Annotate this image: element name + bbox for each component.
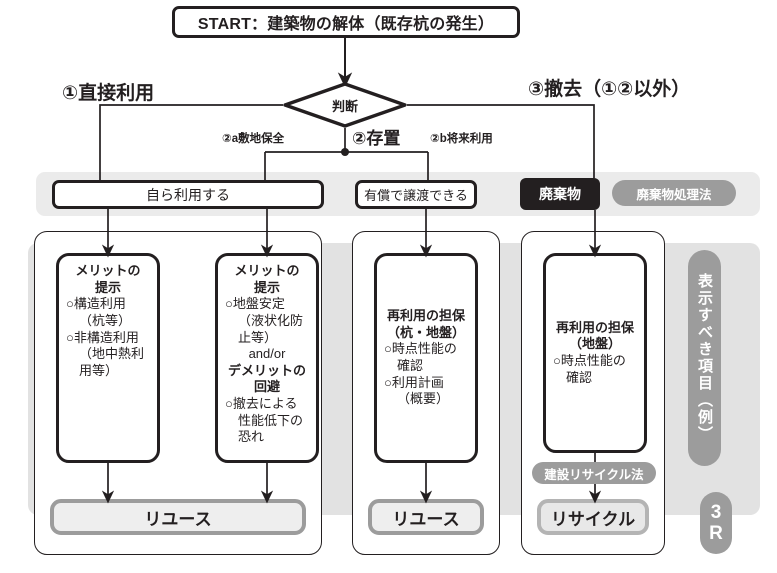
card-heading: 回避 [253,379,280,395]
card-heading: 再利用の担保 [386,308,465,324]
card-item-main: ○地盤安定 [225,296,285,312]
start-box: START：建築物の解体（既存杭の発生） [172,6,520,38]
card-item-main: ○時点性能の [553,353,626,368]
card-item: ○時点性能の 確認 [381,341,471,374]
card-item-sub2: 止等） [238,329,278,345]
card-item: ○撤去による 性能低下の 恐れ [222,396,312,446]
card-item-sub: 確認 [397,358,424,373]
card-item-sub: 性能低下の [238,412,304,428]
card-heading: メリットの [234,263,300,278]
box-waste: 廃棄物 [520,178,600,210]
card-item-sub: （液状化防 [238,312,304,328]
card-reuse-assurance-pile-ground: 再利用の担保 （杭・地盤） ○時点性能の 確認 ○利用計画 （概要） [374,253,478,463]
card-heading: 提示 [253,279,280,295]
card-connector: and/or [248,346,286,362]
box-self-use: 自ら利用する [52,180,324,209]
tag-construction-recycle-law: 建設リサイクル法 [532,462,656,484]
card-heading: （杭・地盤） [386,324,465,340]
card-merit-ground-stability: メリットの 提示 ○地盤安定 （液状化防 止等） and/or デメリットの 回… [215,253,319,463]
card-item-main: ○利用計画 [384,374,444,390]
branch-label-site-preservation: ②a敷地保全 [222,133,285,145]
card-merit-structural: メリットの 提示 ○構造利用 （杭等） ○非構造利用 （地中熱利 用等） [56,253,160,463]
card-item: ○地盤安定 （液状化防 止等） [222,296,312,346]
branch-label-future-use: ②b将来利用 [430,133,493,145]
decision-diamond: 判断 [283,82,407,128]
card-item-sub: （概要） [397,391,450,407]
tag-waste-disposal-law: 廃棄物処理法 [612,180,736,206]
card-item-main: ○撤去による [225,396,298,411]
card-item: ○構造利用 （杭等） [63,296,153,329]
branch-label-removal: ③撤去（①②以外） [528,79,691,100]
card-reuse-assurance-ground: 再利用の担保 （地盤） ○時点性能の 確認 [543,253,647,453]
card-item-main: ○非構造利用 [66,329,139,345]
card-heading: （地盤） [568,336,621,352]
result-reuse-1: リユース [50,499,306,535]
branch-label-retention: ②存置 [352,129,401,148]
card-heading: メリットの [75,263,141,278]
card-item-main: ○時点性能の [384,341,457,357]
card-item-sub: （地中熱利 [79,346,145,362]
card-heading: デメリットの [227,362,306,378]
card-item-sub2: 恐れ [238,429,265,445]
card-item: ○時点性能の 確認 [550,353,640,386]
card-item-sub: （杭等） [79,312,132,328]
branch-label-direct-use: ①直接利用 [62,83,155,104]
card-item-main: ○構造利用 [66,296,126,312]
card-item: ○利用計画 （概要） [381,375,471,408]
card-item: ○非構造利用 （地中熱利 用等） [63,330,153,380]
box-paid-transfer: 有償で譲渡できる [355,180,477,209]
result-reuse-2: リユース [368,499,484,535]
tag-display-items-example: 表示すべき項目（例） [688,250,721,466]
card-heading: 提示 [94,279,121,295]
tag-3r: 3R [700,492,732,554]
card-item-sub2: 用等） [79,362,119,378]
decision-label: 判断 [331,98,358,114]
card-item-sub: 確認 [566,369,593,385]
card-heading: 再利用の担保 [555,319,634,335]
